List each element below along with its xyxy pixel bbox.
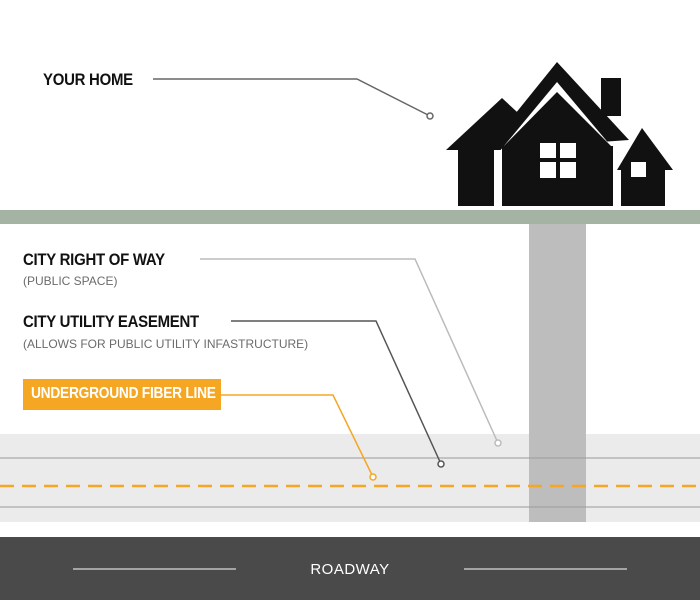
easement-ground (0, 434, 700, 522)
city-utility-easement-note: (ALLOWS FOR PUBLIC UTILITY INFASTRUCTURE… (23, 337, 309, 351)
house-small-window (631, 162, 646, 177)
house-icon (446, 62, 673, 206)
underground-fiber-line-tag: UNDERGROUND FIBER LINE (23, 379, 221, 410)
leader-your-home-end (426, 112, 434, 120)
leader-city-right-of-way-end (494, 439, 502, 447)
curb-strip (0, 522, 700, 537)
grass-strip (0, 210, 700, 224)
leader-your-home (153, 78, 431, 117)
leader-city-utility-easement-end (437, 460, 445, 468)
city-right-of-way-label: CITY RIGHT OF WAY (23, 250, 165, 269)
your-home-label: YOUR HOME (43, 70, 133, 89)
leader-underground-fiber-line (221, 394, 374, 478)
leader-underground-fiber-line-end (369, 473, 377, 481)
city-utility-easement-label: CITY UTILITY EASEMENT (23, 312, 199, 331)
driveway (529, 224, 586, 522)
city-right-of-way-note: (PUBLIC SPACE) (23, 274, 118, 288)
roadway-label: ROADWAY (310, 561, 390, 578)
underground-fiber-line-label: UNDERGROUND FIBER LINE (31, 385, 216, 402)
leader-city-right-of-way (200, 258, 499, 444)
leader-city-utility-easement (231, 320, 442, 465)
